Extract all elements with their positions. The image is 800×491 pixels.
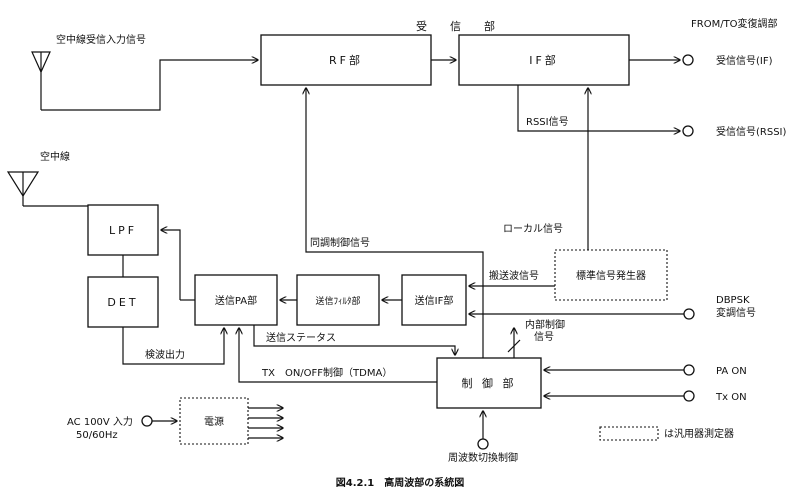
tx-status-line (253, 325, 455, 355)
freq-switch-input-port[interactable] (477, 438, 489, 450)
det-block: DET (87, 276, 159, 328)
rf-unit-block: RF部 (260, 34, 432, 86)
lpf-label: LPF (109, 224, 137, 237)
antenna-label: 空中線 (40, 150, 70, 163)
rx-signal-if-label: 受信信号(IF) (716, 55, 773, 67)
power-supply-block: 電源 (179, 397, 249, 445)
tx-onoff-label: TX ON/OFF制御（TDMA） (261, 366, 392, 379)
receiver-group-label: 受 信 部 (416, 19, 501, 33)
antenna-rx-input-label: 空中線受信入力信号 (56, 33, 146, 46)
rx-signal-rssi-label: 受信信号(RSSI) (716, 126, 786, 138)
dbpsk-label-line1: DBPSK (716, 295, 750, 306)
if-rx-unit-block: IF部 (458, 34, 630, 86)
ac-input-label-line2: 50/60Hz (76, 430, 118, 441)
tx-if-block: 送信IF部 (401, 274, 467, 326)
detect-output-line (122, 327, 224, 365)
internal-control-slash (507, 339, 521, 353)
rssi-line (517, 85, 680, 131)
detect-output-label: 検波出力 (145, 348, 185, 361)
control-unit-block: 制 御 部 (436, 357, 542, 409)
lpf-block: LPF (87, 204, 159, 256)
tx-filter-label: 送信ﾌｨﾙﾀ部 (315, 295, 360, 307)
from-to-modem-label: FROM/TO変復調部 (691, 17, 778, 30)
carrier-signal-label: 搬送波信号 (489, 269, 539, 282)
tx-pa-block: 送信PA部 (194, 274, 278, 326)
legend-dashed-box-icon (599, 426, 659, 441)
tx-if-label: 送信IF部 (415, 294, 454, 307)
tx-on-input-port[interactable] (683, 390, 695, 402)
dbpsk-label-line2: 変調信号 (716, 306, 756, 319)
tx-onoff-line (239, 328, 437, 383)
rx-if-output-port[interactable] (682, 54, 694, 66)
tx-pa-label: 送信PA部 (215, 294, 257, 307)
antenna-to-rf-line (41, 60, 258, 111)
tx-antenna-icon (6, 171, 40, 206)
dbpsk-input-port[interactable] (683, 308, 695, 320)
rf-unit-label: RF部 (329, 53, 363, 67)
pa-to-lpf-line (161, 230, 181, 300)
rssi-signal-label: RSSI信号 (526, 116, 569, 128)
internal-control-label-line1: 内部制御 (525, 318, 565, 331)
local-signal-label: ローカル信号 (503, 223, 563, 235)
figure-caption: 図4.2.1 高周波部の系統図 (336, 476, 464, 489)
freq-switch-label: 周波数切換制御 (448, 451, 518, 464)
power-supply-label: 電源 (204, 415, 224, 428)
control-unit-label: 制 御 部 (462, 376, 517, 390)
internal-control-label-line2: 信号 (534, 331, 554, 343)
ref-signal-generator-label: 標準信号発生器 (576, 269, 646, 282)
det-label: DET (107, 296, 138, 309)
if-rx-unit-label: IF部 (529, 53, 559, 67)
tuning-control-line (306, 88, 484, 358)
tx-status-label: 送信ステータス (266, 331, 336, 344)
tx-on-label: Tx ON (715, 392, 747, 403)
pa-on-input-port[interactable] (683, 364, 695, 376)
tuning-control-label: 同調制御信号 (310, 236, 370, 249)
tx-filter-block: 送信ﾌｨﾙﾀ部 (296, 274, 380, 326)
ref-signal-generator-block: 標準信号発生器 (554, 249, 668, 301)
ac-input-label-line1: AC 100V 入力 (67, 415, 133, 428)
rx-rssi-output-port[interactable] (682, 125, 694, 137)
pa-on-label: PA ON (716, 366, 747, 377)
rx-antenna-icon (31, 51, 51, 110)
legend-label: は汎用器測定器 (664, 427, 734, 440)
ac-input-port[interactable] (141, 415, 153, 427)
power-output-arrows (248, 408, 283, 438)
